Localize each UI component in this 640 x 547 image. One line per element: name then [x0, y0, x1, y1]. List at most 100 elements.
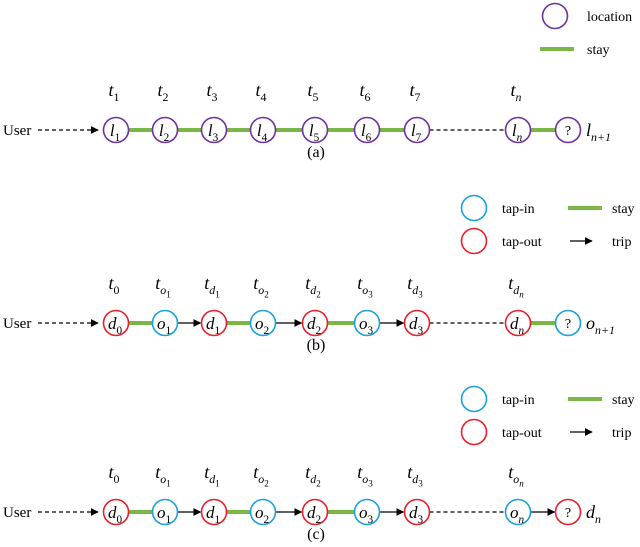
node-tap-in — [353, 498, 381, 526]
time-label: ton — [508, 462, 524, 489]
legend-label: tap-out — [502, 426, 542, 441]
legend-label: stay — [612, 393, 635, 408]
node-tap-out — [200, 498, 228, 526]
node-tap-in — [554, 309, 582, 337]
time-label: to2 — [253, 462, 268, 489]
legend-label: tap-in — [502, 202, 535, 217]
node-label: o3 — [359, 314, 374, 337]
time-label: t5 — [308, 80, 319, 104]
legend-label: stay — [612, 202, 635, 217]
time-label: to2 — [253, 273, 268, 300]
unknown-node-label: ? — [565, 506, 571, 521]
next-label: dn — [586, 502, 601, 526]
next-label: ln+1 — [586, 120, 611, 144]
time-label: td2 — [305, 273, 320, 300]
node-label: l3 — [208, 121, 219, 144]
time-label: to3 — [357, 462, 373, 489]
node-label: l7 — [411, 121, 422, 144]
node-label: d2 — [307, 314, 321, 337]
node-location — [249, 116, 277, 144]
time-label: to1 — [155, 273, 170, 300]
node-tap-in — [151, 309, 179, 337]
unknown-node-label: ? — [565, 124, 571, 139]
node-label: on — [510, 503, 525, 526]
node-label: d0 — [108, 503, 123, 526]
time-label: td3 — [407, 462, 423, 489]
legend-tap-in-swatch — [460, 385, 488, 413]
time-label: t0 — [109, 273, 120, 297]
node-tap-in — [504, 498, 532, 526]
node-location — [151, 116, 179, 144]
time-label: t6 — [360, 80, 371, 104]
node-location — [554, 116, 582, 144]
node-tap-in — [249, 309, 277, 337]
node-label: l5 — [309, 121, 320, 144]
legend-label: location — [587, 10, 632, 25]
node-tap-out — [301, 309, 329, 337]
node-tap-in — [151, 498, 179, 526]
node-label: ln — [512, 121, 523, 144]
node-tap-out — [403, 498, 431, 526]
node-label: d2 — [307, 503, 321, 526]
node-label: l4 — [257, 121, 268, 144]
node-tap-out — [301, 498, 329, 526]
legend-label: trip — [612, 426, 631, 441]
node-tap-out — [200, 309, 228, 337]
node-location — [403, 116, 431, 144]
node-tap-out — [504, 309, 532, 337]
node-tap-in — [353, 309, 381, 337]
node-tap-out — [554, 498, 582, 526]
legend-label: stay — [587, 43, 610, 58]
node-label: d1 — [206, 503, 220, 526]
panel-caption: (b) — [307, 337, 326, 354]
legend-label: trip — [612, 235, 631, 250]
node-tap-out — [102, 498, 130, 526]
node-tap-in — [249, 498, 277, 526]
time-label: t3 — [207, 80, 218, 104]
node-location — [353, 116, 381, 144]
time-label: td3 — [407, 273, 423, 300]
node-label: o2 — [255, 503, 269, 526]
time-label: td2 — [305, 462, 320, 489]
panel-caption: (a) — [307, 144, 325, 161]
unknown-node-label: ? — [565, 317, 571, 332]
node-label: d1 — [206, 314, 220, 337]
time-label: to1 — [155, 462, 170, 489]
time-label: td1 — [204, 462, 219, 489]
node-label: l2 — [159, 121, 169, 144]
node-label: d3 — [409, 314, 424, 337]
user-label: User — [3, 316, 31, 332]
time-label: t0 — [109, 462, 120, 486]
node-location — [301, 116, 329, 144]
node-label: l1 — [110, 121, 120, 144]
legend-label: tap-in — [502, 393, 535, 408]
node-label: o2 — [255, 314, 269, 337]
time-label: t4 — [256, 80, 267, 104]
time-label: to3 — [357, 273, 373, 300]
next-label: on+1 — [586, 313, 615, 337]
node-label: o3 — [359, 503, 374, 526]
node-location — [504, 116, 532, 144]
time-label: tdn — [508, 273, 524, 300]
node-tap-out — [403, 309, 431, 337]
node-label: o1 — [157, 503, 171, 526]
time-label: t2 — [158, 80, 169, 104]
panel-c: User d0 t0 o1 to1 d1 td1 o2 to2 d2 td2 o3 to3 d3 td3 on… — [3, 385, 635, 543]
time-label: t1 — [109, 80, 120, 104]
time-label: t7 — [410, 80, 421, 104]
legend-tap-in-swatch — [460, 194, 488, 222]
user-label: User — [3, 123, 31, 139]
node-label: d3 — [409, 503, 424, 526]
node-label: dn — [510, 314, 525, 337]
legend-location-swatch — [541, 2, 569, 30]
user-label: User — [3, 505, 31, 521]
node-location — [102, 116, 130, 144]
legend-label: tap-out — [502, 235, 542, 250]
node-label: d0 — [108, 314, 123, 337]
node-label: l6 — [361, 121, 372, 144]
legend-tap-out-swatch — [460, 227, 488, 255]
node-location — [200, 116, 228, 144]
time-label: tn — [511, 80, 522, 104]
